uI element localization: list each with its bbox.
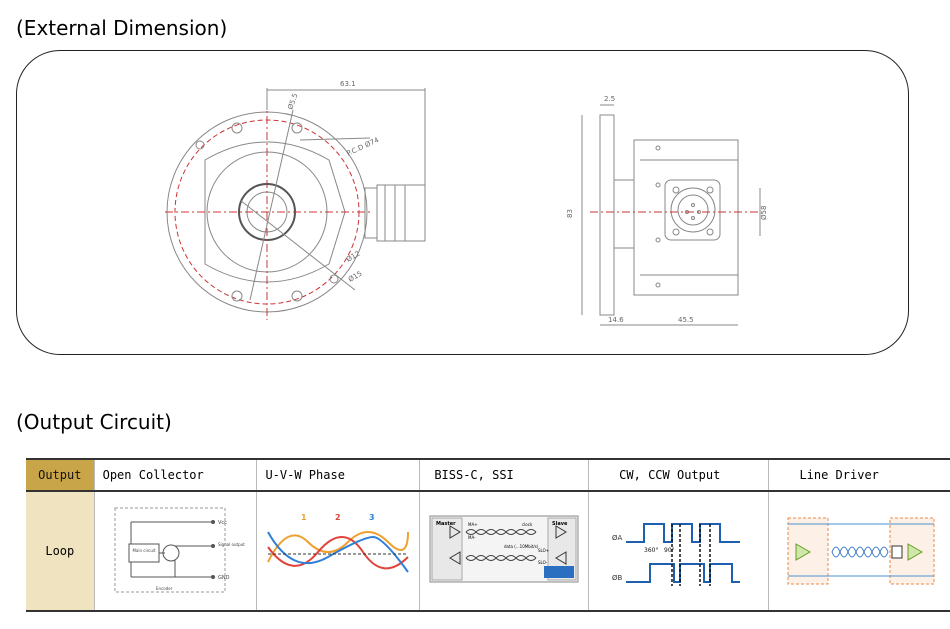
leader-line	[299, 137, 371, 141]
uvw-cell: 1 2 3	[256, 491, 420, 612]
dim-45-5: 45.5	[678, 316, 694, 324]
dim-15: Ø15	[347, 270, 363, 284]
svg-text:Master: Master	[436, 521, 456, 527]
dim-14-6: 14.6	[608, 316, 624, 324]
front-view	[165, 88, 426, 320]
svg-text:1: 1	[301, 513, 307, 522]
mount-hole	[329, 274, 339, 284]
connector-plate	[664, 179, 721, 241]
leader-line	[239, 199, 356, 291]
external-dimension-heading: (External Dimension)	[16, 16, 228, 40]
cw-ccw-diagram: ØA ØB 360° 90°	[612, 522, 740, 586]
header-output: Output	[26, 458, 95, 492]
line-driver-diagram	[787, 517, 935, 584]
mount-hole	[231, 290, 243, 302]
flange-side	[599, 114, 615, 316]
svg-text:90°: 90°	[664, 547, 675, 554]
open-collector-diagram: Main circuit Vcc Signal output GND Encod…	[114, 507, 245, 592]
header-biss: BISS-C, SSI	[419, 458, 589, 492]
housing-outline	[204, 141, 346, 283]
screw	[655, 145, 661, 151]
svg-text:ØB: ØB	[612, 574, 623, 582]
screw	[672, 228, 680, 236]
svg-text:360°: 360°	[644, 547, 658, 554]
biss-cell: Master Slave MA+ MA- clock data (...10Mb…	[419, 491, 589, 612]
leader-line	[249, 109, 294, 301]
side-view	[581, 104, 761, 326]
svg-text:3: 3	[369, 513, 375, 522]
pin	[691, 216, 695, 220]
cw-ccw-cell: ØA ØB 360° 90°	[588, 491, 769, 612]
mount-hole	[231, 122, 243, 134]
screw	[655, 182, 661, 188]
uvw-diagram: 1 2 3	[267, 513, 410, 573]
connector-ring	[670, 187, 716, 233]
svg-text:Slave: Slave	[552, 521, 568, 527]
dimension-frame	[16, 50, 909, 355]
header-open-collector: Open Collector	[93, 458, 257, 492]
dimension-drawing: 63.1 Ø5.5 P.C.D Ø74 Ø12 Ø15 2.5 83 Ø58 1…	[165, 80, 768, 326]
dim-pcd: P.C.D Ø74	[345, 136, 380, 158]
dim-83: 83	[566, 209, 574, 218]
line-driver-cell	[768, 491, 950, 612]
body-side	[633, 139, 739, 296]
header-cw-ccw: CW, CCW Output	[588, 458, 769, 492]
header-uvw: U-V-W Phase	[256, 458, 420, 492]
svg-text:clock: clock	[522, 522, 533, 527]
svg-text:GND: GND	[218, 575, 230, 581]
mount-hole	[195, 140, 205, 150]
connector-pins	[677, 194, 709, 226]
screw	[706, 228, 714, 236]
svg-text:ØA: ØA	[612, 534, 623, 542]
svg-text:Main circuit: Main circuit	[132, 548, 156, 553]
pin	[691, 203, 695, 207]
svg-text:MA+: MA+	[468, 522, 478, 527]
svg-text:SLO+: SLO+	[538, 548, 549, 553]
open-collector-cell: Main circuit Vcc Signal output GND Encod…	[93, 491, 257, 612]
dim-63: 63.1	[340, 80, 356, 88]
biss-diagram: Master Slave MA+ MA- clock data (...10Mb…	[429, 515, 579, 582]
header-line-driver: Line Driver	[768, 458, 950, 492]
output-circuit-heading: (Output Circuit)	[16, 410, 172, 434]
screw	[655, 237, 661, 243]
screw	[655, 282, 661, 288]
dim-58: Ø58	[760, 206, 768, 220]
shaft-side	[613, 179, 635, 249]
loop-label: Loop	[26, 491, 95, 612]
svg-text:Signal output: Signal output	[218, 542, 245, 547]
svg-text:MA-: MA-	[468, 535, 476, 540]
dim-2-5: 2.5	[604, 95, 615, 103]
mount-hole	[291, 290, 303, 302]
output-circuit-table: Output Open Collector U-V-W Phase BISS-C…	[26, 458, 950, 612]
connector-body	[376, 184, 426, 242]
svg-text:SLO-: SLO-	[538, 560, 548, 565]
dim-5-5: Ø5.5	[286, 92, 299, 110]
svg-text:Vcc: Vcc	[218, 520, 227, 526]
svg-text:data (...10Mbit/s): data (...10Mbit/s)	[504, 544, 539, 549]
screw	[706, 186, 714, 194]
table-loop-row: Loop Main circuit Vcc Signal output GND	[26, 491, 950, 612]
mount-hole	[291, 122, 303, 134]
svg-text:Encoder: Encoder	[156, 586, 173, 591]
screw	[672, 186, 680, 194]
table-header-row: Output Open Collector U-V-W Phase BISS-C…	[26, 458, 950, 492]
svg-text:2: 2	[335, 513, 341, 522]
